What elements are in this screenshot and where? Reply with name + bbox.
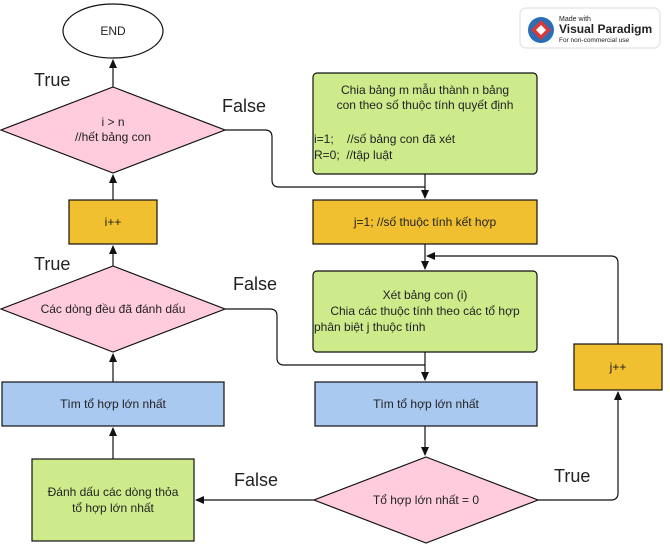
max-zero-label: Tổ hợp lớn nhất = 0 xyxy=(373,493,479,507)
edge-j-inc-loop xyxy=(426,252,619,344)
i-increment-box: i++ xyxy=(68,199,158,245)
check-i-line1: i > n xyxy=(101,115,124,129)
split-line5: R=0; //tập luật xyxy=(314,148,393,162)
label-max-zero-false: False xyxy=(234,470,278,490)
find-max-right-box: Tìm tổ hợp lớn nhất xyxy=(314,381,538,427)
split-line1: Chia bảng m mẫu thành n bảng xyxy=(341,82,509,97)
all-marked-label: Các dòng đều đã đánh dấu xyxy=(41,302,186,316)
find-max-left-label: Tìm tổ hợp lớn nhất xyxy=(60,397,166,411)
edge-max-zero-true xyxy=(538,391,622,501)
all-marked-decision: Các dòng đều đã đánh dấu xyxy=(0,265,227,353)
edge-all-marked-false xyxy=(225,308,425,366)
mark-rows-line2: tổ hợp lớn nhất xyxy=(72,501,154,515)
label-all-marked-false: False xyxy=(233,274,277,294)
i-increment-label: i++ xyxy=(105,215,122,229)
watermark-line1: Made with xyxy=(559,16,591,23)
consider-table-box: Xét bảng con (i) Chia các thuộc tính the… xyxy=(312,270,538,353)
j-init-label: j=1; //số thuộc tính kết hợp xyxy=(353,215,497,229)
end-terminator: END xyxy=(62,3,164,59)
label-max-zero-true: True xyxy=(554,466,590,486)
check-i-decision: i > n //hết bảng con xyxy=(0,86,227,174)
j-increment-label: j++ xyxy=(609,360,627,374)
visual-paradigm-logo-icon xyxy=(528,17,554,43)
j-init-box: j=1; //số thuộc tính kết hợp xyxy=(312,199,538,245)
visual-paradigm-watermark: Made with Visual Paradigm For non-commer… xyxy=(519,7,661,49)
j-increment-box: j++ xyxy=(573,343,663,391)
find-max-right-label: Tìm tổ hợp lớn nhất xyxy=(373,397,479,411)
watermark-line3: For non-commercial use xyxy=(559,37,629,44)
find-max-left-box: Tìm tổ hợp lớn nhất xyxy=(1,381,225,427)
label-all-marked-true: True xyxy=(34,254,70,274)
mark-rows-line1: Đánh dấu các dòng thỏa xyxy=(48,485,179,499)
split-line2: con theo số thuộc tính quyết định xyxy=(337,98,514,112)
max-zero-decision: Tổ hợp lớn nhất = 0 xyxy=(312,456,540,544)
mark-rows-box: Đánh dấu các dòng thỏa tổ hợp lớn nhất xyxy=(31,458,195,542)
split-line4: i=1; //số bảng con đã xét xyxy=(314,132,456,146)
end-label: END xyxy=(100,24,126,38)
split-tables-box: Chia bảng m mẫu thành n bảng con theo số… xyxy=(312,72,538,175)
consider-line3: phân biệt j thuộc tính xyxy=(314,320,425,334)
consider-line1: Xét bảng con (i) xyxy=(383,288,468,302)
consider-line2: Chia các thuộc tính theo các tổ hợp xyxy=(330,304,520,318)
check-i-line2: //hết bảng con xyxy=(75,130,151,144)
label-check-i-false: False xyxy=(222,96,266,116)
edge-check-i-false xyxy=(225,129,425,188)
watermark-line2: Visual Paradigm xyxy=(559,22,652,36)
label-check-i-true: True xyxy=(34,70,70,90)
